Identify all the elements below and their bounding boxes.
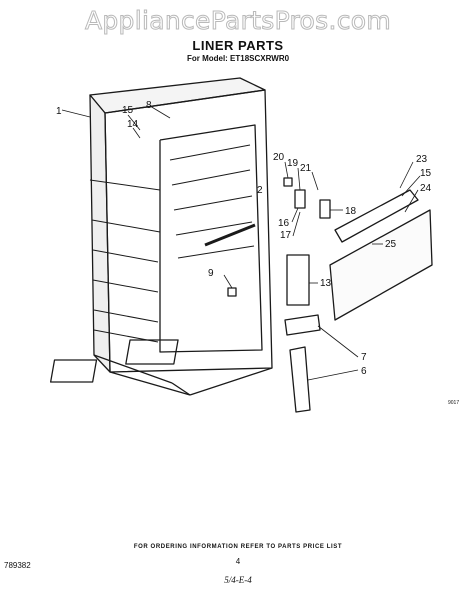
page-number: 4 — [235, 557, 241, 566]
callout-1: 1 — [56, 106, 62, 117]
callout-9: 9 — [208, 268, 214, 279]
part-9-fitting — [227, 287, 237, 297]
part-19-component — [294, 189, 306, 209]
callout-8: 8 — [146, 100, 152, 111]
part-7-bracket — [284, 314, 321, 336]
liner-bottom-edge — [109, 371, 191, 396]
liner-front-inner — [159, 124, 263, 353]
page-title: LINER PARTS — [192, 38, 284, 53]
shelf-ribs — [169, 144, 255, 259]
callout-17: 17 — [280, 230, 292, 241]
callout-21: 21 — [300, 163, 312, 174]
callout-16: 16 — [278, 218, 290, 229]
part-6-strip — [289, 346, 311, 413]
part-20-component — [283, 177, 293, 187]
part-18-component — [319, 199, 331, 219]
callout-20: 20 — [273, 152, 285, 163]
callout-25: 25 — [385, 239, 397, 250]
leader-lines — [61, 105, 421, 381]
revision-mark: 5/4-E-4 — [224, 575, 252, 585]
document-number: 789382 — [4, 561, 31, 570]
callout-24: 24 — [420, 183, 432, 194]
liner-top — [89, 77, 266, 114]
callout-7: 7 — [361, 352, 367, 363]
callout-13: 13 — [320, 278, 332, 289]
callout-18: 18 — [345, 206, 357, 217]
bottom-drawer-left — [49, 359, 98, 383]
part-2-rod — [204, 223, 256, 247]
callout-6: 6 — [361, 366, 367, 377]
part-23-housing — [334, 189, 419, 243]
callout-2: 2 — [257, 185, 263, 196]
callout-14: 14 — [127, 119, 139, 130]
callout-19: 19 — [287, 158, 299, 169]
callout-15-right: 15 — [420, 168, 432, 179]
liner-front — [104, 89, 273, 373]
part-13-panel — [286, 254, 310, 306]
figure-code: 9017 — [448, 400, 460, 406]
callout-15-left: 15 — [122, 105, 134, 116]
callout-23: 23 — [416, 154, 428, 165]
watermark-logo: AppliancePartsPros.com — [84, 6, 392, 36]
ordering-note: FOR ORDERING INFORMATION REFER TO PARTS … — [133, 544, 343, 550]
bottom-drawer-right — [125, 339, 179, 365]
part-24-cover — [329, 209, 433, 321]
liner-body — [89, 77, 273, 396]
model-subtitle: For Model: ET18SCXRWR0 — [186, 54, 290, 63]
